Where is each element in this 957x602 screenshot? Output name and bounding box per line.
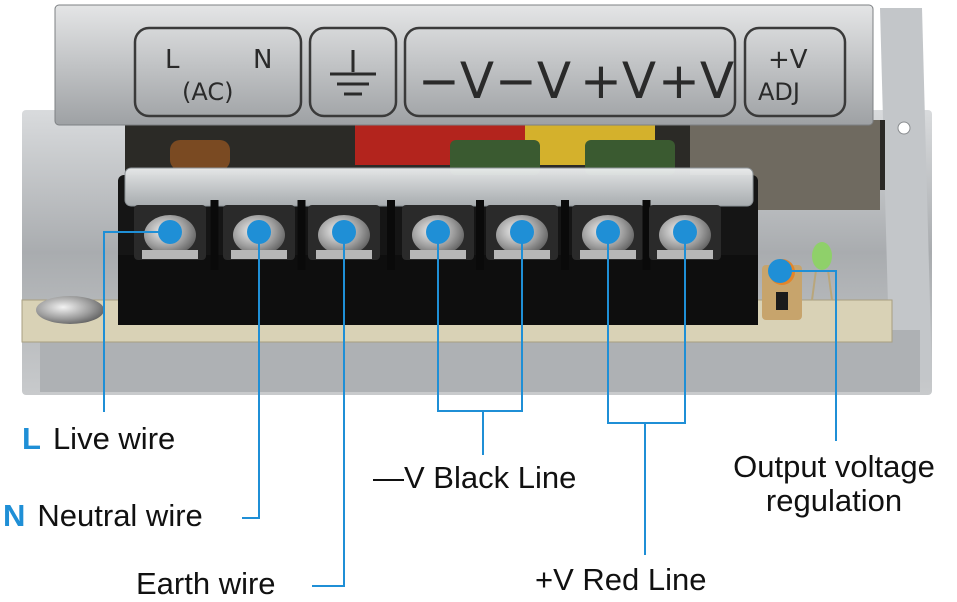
leader-neutral [242, 232, 260, 519]
label-neutral-letter: N [3, 498, 26, 533]
leader-lines [103, 231, 837, 587]
label-neutral-wire: N Neutral wire [3, 500, 203, 531]
leader-earth [312, 232, 345, 587]
leader-live [103, 231, 170, 412]
mounting-screw [36, 296, 104, 324]
terminal-label-plate: L N (AC) −V −V +V +V +V ADJ [54, 4, 874, 126]
plate-adj-top: +V [768, 45, 808, 75]
label-output-line-2: regulation [765, 483, 903, 518]
label-neutral-text: Neutral wire [37, 498, 203, 533]
plate-neg-v-2: −V [495, 52, 571, 110]
plate-ac-l: L [165, 45, 180, 75]
label-pos-v-text: +V Red Line [535, 562, 707, 597]
indicator-led [811, 242, 833, 301]
leader-output [780, 270, 837, 441]
dot-pos-v-1 [596, 220, 620, 244]
dot-live [158, 220, 182, 244]
plate-ac-sub: (AC) [182, 78, 233, 106]
label-output-voltage-regulation: Output voltage regulation [716, 450, 952, 518]
plate-adj-bottom: ADJ [758, 78, 800, 106]
plate-neg-v-1: −V [418, 52, 494, 110]
label-live-wire: L Live wire [22, 423, 175, 454]
dot-earth [332, 220, 356, 244]
label-live-letter: L [22, 421, 41, 456]
terminal-divider [210, 200, 219, 270]
label-neg-v-text: —V Black Line [373, 460, 577, 495]
dot-pos-v-2 [673, 220, 697, 244]
dot-neutral [247, 220, 271, 244]
terminal-divider [297, 200, 306, 270]
label-live-text: Live wire [52, 421, 176, 456]
label-earth-wire: Earth wire [136, 568, 276, 599]
label-neg-v-black-line: —V Black Line [373, 462, 576, 493]
terminal-divider [476, 200, 484, 270]
plate-ac-n: N [253, 45, 272, 75]
plate-pos-v-1: +V [580, 52, 656, 110]
label-output-line-1: Output voltage [733, 449, 935, 484]
marker-dots [158, 220, 792, 283]
dot-neg-v-1 [426, 220, 450, 244]
terminal-divider [387, 200, 395, 270]
label-pos-v-red-line: +V Red Line [535, 564, 706, 595]
leader-pos-v [607, 232, 686, 424]
dot-neg-v-2 [510, 220, 534, 244]
dot-output [768, 259, 792, 283]
leader-neg-v [437, 232, 523, 412]
label-earth-text: Earth wire [136, 566, 276, 601]
ground-symbol-icon [330, 50, 376, 96]
terminal-divider [561, 200, 569, 270]
plate-pos-v-2: +V [658, 52, 734, 110]
terminal-divider [642, 200, 651, 270]
